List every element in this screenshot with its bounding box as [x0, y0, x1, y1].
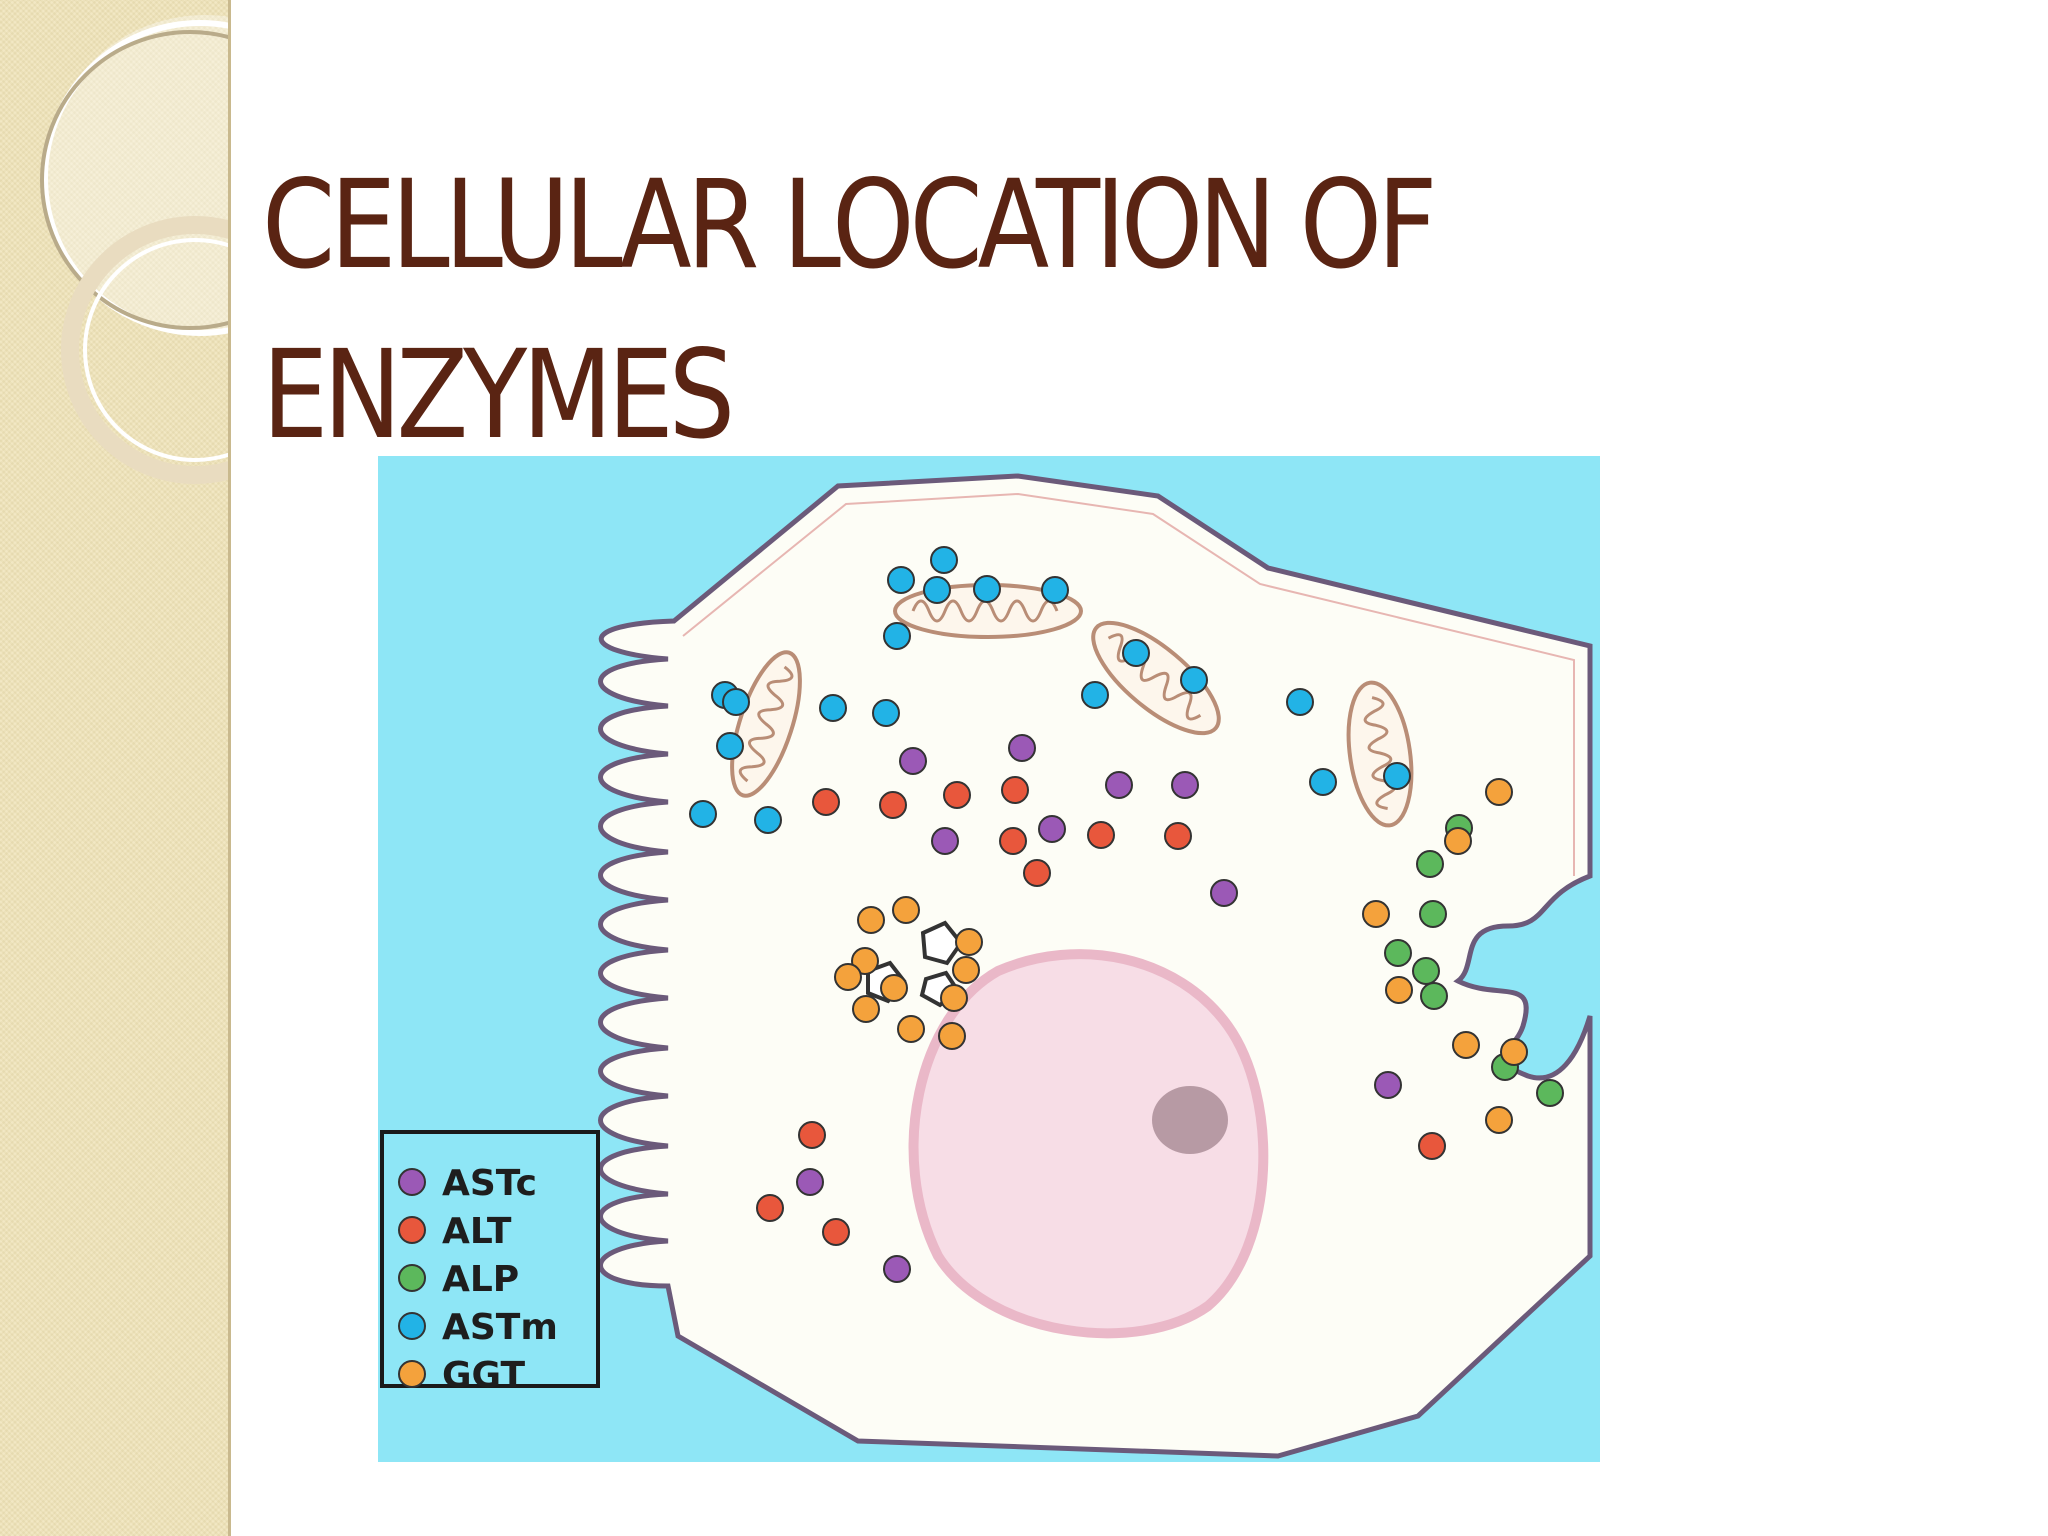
enzyme-dot-ggt [1500, 1038, 1528, 1066]
enzyme-dot-astc [931, 827, 959, 855]
legend-swatch-astm [398, 1312, 426, 1340]
enzyme-dot-ggt [955, 928, 983, 956]
enzyme-dot-ggt [940, 984, 968, 1012]
title-line-1: CELLULAR LOCATION OF [262, 154, 1437, 296]
enzyme-dot-alp [1419, 900, 1447, 928]
enzyme-dot-astm [819, 694, 847, 722]
enzyme-dot-alp [1384, 939, 1412, 967]
enzyme-dot-ggt [852, 995, 880, 1023]
enzyme-dot-alt [1418, 1132, 1446, 1160]
enzyme-dot-astc [1171, 771, 1199, 799]
enzyme-dot-ggt [880, 974, 908, 1002]
vesicle-cluster [866, 920, 964, 1008]
enzyme-dot-astc [1374, 1071, 1402, 1099]
legend-swatch-astc [398, 1168, 426, 1196]
enzyme-dot-alt [943, 781, 971, 809]
enzyme-dot-astm [1081, 681, 1109, 709]
legend-label-ggt: GGT [442, 1355, 525, 1396]
enzyme-dot-astm [1383, 762, 1411, 790]
legend-swatch-alt [398, 1216, 426, 1244]
enzyme-dot-astc [883, 1255, 911, 1283]
enzyme-dot-ggt [851, 947, 879, 975]
enzyme-dot-ggt [834, 963, 862, 991]
enzyme-dot-astm [973, 575, 1001, 603]
enzyme-dot-alt [879, 791, 907, 819]
enzyme-dot-astm [689, 800, 717, 828]
enzyme-dot-alt [812, 788, 840, 816]
enzyme-dot-astm [872, 699, 900, 727]
enzyme-dot-alt [1087, 821, 1115, 849]
enzyme-dot-alt [756, 1194, 784, 1222]
enzyme-dot-astm [1180, 666, 1208, 694]
slide-title: CELLULAR LOCATION OF ENZYMES [262, 140, 1604, 480]
legend-label-astm: ASTm [442, 1307, 558, 1348]
enzyme-dot-alt [798, 1121, 826, 1149]
enzyme-dot-astc [1038, 815, 1066, 843]
enzyme-dot-ggt [952, 956, 980, 984]
enzyme-dot-ggt [892, 896, 920, 924]
legend-label-alt: ALT [442, 1211, 512, 1252]
enzyme-dot-astm [754, 806, 782, 834]
enzyme-dot-astc [899, 747, 927, 775]
enzyme-dot-astc [796, 1168, 824, 1196]
enzyme-dot-astm [923, 576, 951, 604]
enzyme-dot-ggt [857, 906, 885, 934]
enzyme-dot-alt [1001, 776, 1029, 804]
enzyme-dot-astm [930, 546, 958, 574]
enzyme-dot-astm [883, 622, 911, 650]
enzyme-dot-ggt [938, 1022, 966, 1050]
enzyme-dot-alt [822, 1218, 850, 1246]
enzyme-dot-alp [1416, 850, 1444, 878]
legend-swatch-alp [398, 1264, 426, 1292]
enzyme-dot-ggt [1485, 778, 1513, 806]
enzyme-dot-ggt [1444, 827, 1472, 855]
enzyme-dot-astm [716, 732, 744, 760]
enzyme-dot-astc [1210, 879, 1238, 907]
enzyme-dot-astc [1105, 771, 1133, 799]
side-decoration-band [0, 0, 231, 1536]
enzyme-dot-alt [1164, 822, 1192, 850]
enzyme-dot-alp [1412, 957, 1440, 985]
enzyme-dot-ggt [1385, 976, 1413, 1004]
enzyme-dot-alp [1420, 982, 1448, 1010]
enzyme-dot-alt [1023, 859, 1051, 887]
enzyme-dot-alp [1536, 1079, 1564, 1107]
enzyme-dot-ggt [1452, 1031, 1480, 1059]
enzyme-dot-astm [1122, 639, 1150, 667]
enzyme-dot-ggt [1485, 1106, 1513, 1134]
enzyme-dot-astm [887, 566, 915, 594]
enzyme-dot-astm [1309, 768, 1337, 796]
enzyme-dot-astm [722, 688, 750, 716]
legend-label-astc: ASTc [442, 1163, 537, 1204]
enzyme-dot-astm [1286, 688, 1314, 716]
enzyme-dot-astc [1008, 734, 1036, 762]
enzyme-dots [689, 546, 1564, 1283]
nucleolus [1152, 1086, 1228, 1154]
enzyme-dot-alt [999, 827, 1027, 855]
legend-swatch-ggt [398, 1360, 426, 1388]
title-line-2: ENZYMES [262, 324, 735, 466]
mitochondrion [730, 650, 802, 798]
enzyme-dot-ggt [1362, 900, 1390, 928]
enzyme-dot-ggt [897, 1015, 925, 1043]
legend-label-alp: ALP [442, 1259, 519, 1300]
nucleus [908, 949, 1269, 1339]
decorative-rings [40, 15, 228, 484]
enzyme-dot-astm [1041, 576, 1069, 604]
